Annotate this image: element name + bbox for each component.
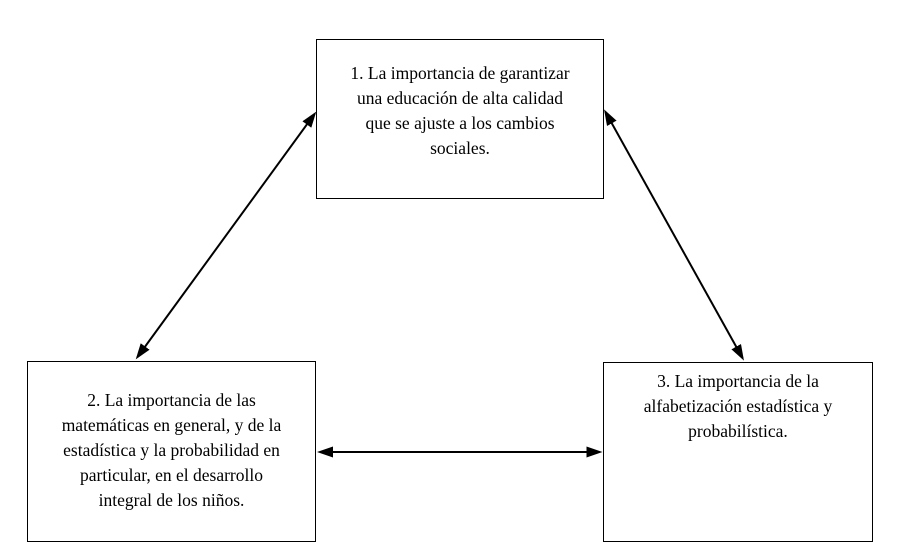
node-text-1: 1. La importancia de garantizar una educ… [350, 63, 570, 158]
node-box-1-educacion-calidad: 1. La importancia de garantizar una educ… [316, 39, 604, 199]
node-box-2-matematicas-desarrollo: 2. La importancia de las matemáticas en … [27, 361, 316, 542]
node-text-2: 2. La importancia de las matemáticas en … [61, 390, 282, 510]
double-arrow-node1-node3-icon [604, 109, 744, 361]
double-arrow-node1-node2-icon [135, 111, 317, 360]
node-text-3: 3. La importancia de la alfabetización e… [643, 371, 833, 441]
node-box-3-alfabetizacion-estadistica: 3. La importancia de la alfabetización e… [603, 362, 873, 542]
